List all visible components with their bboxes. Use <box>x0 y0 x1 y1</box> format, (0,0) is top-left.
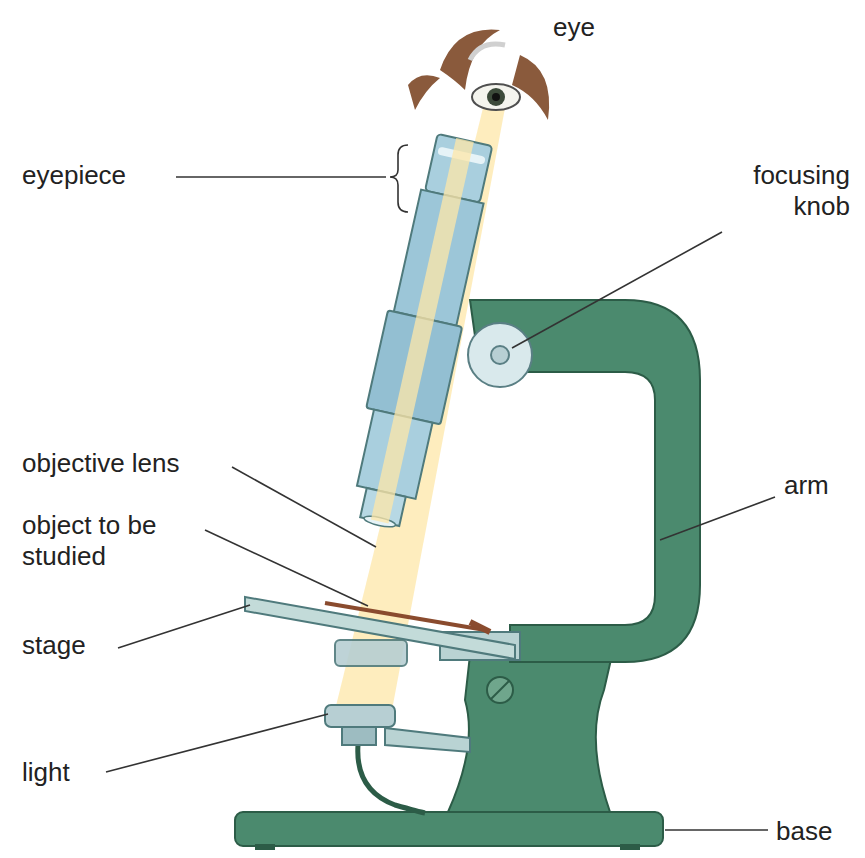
light-bracket <box>385 728 470 752</box>
cable <box>358 745 425 813</box>
specimen-slide <box>325 603 485 630</box>
pillar <box>448 655 612 812</box>
part-label: base <box>776 816 832 847</box>
knob-axle <box>491 346 509 364</box>
lamp <box>325 705 395 727</box>
base-plate <box>235 812 663 846</box>
arm <box>470 300 700 662</box>
pupil <box>492 93 500 101</box>
focus-knob <box>468 323 532 387</box>
stage-plate <box>245 597 515 659</box>
part-label: light <box>22 757 70 788</box>
leader-line <box>665 829 768 831</box>
part-label: eyepiece <box>22 160 126 191</box>
eye-label: eye <box>553 12 595 43</box>
lamp-base <box>342 727 376 745</box>
skin-fold <box>470 44 505 60</box>
base-foot <box>620 844 640 850</box>
screw-slot <box>491 681 509 699</box>
leader-line <box>232 467 376 547</box>
leader-lines <box>106 145 775 830</box>
leader-line <box>660 497 775 540</box>
pivot-screw <box>487 677 513 703</box>
leader-line <box>176 176 386 178</box>
part-label: objective lens <box>22 448 180 479</box>
part-label: stage <box>22 630 86 661</box>
eyelash <box>408 75 440 110</box>
stage-clip <box>470 622 490 632</box>
part-label: focusing knob <box>705 160 850 222</box>
bracket <box>390 145 408 212</box>
eyeball <box>472 84 520 110</box>
inner-beam <box>371 138 474 524</box>
leader-line <box>512 232 722 348</box>
condenser <box>335 640 407 666</box>
part-label: object to be studied <box>22 510 202 572</box>
eyelash <box>512 55 549 120</box>
iris <box>487 88 505 106</box>
leader-line <box>106 714 328 772</box>
leader-line <box>118 605 250 648</box>
leader-line <box>205 530 368 606</box>
base-foot <box>255 844 275 850</box>
eye-drawing <box>408 30 549 121</box>
part-label: arm <box>784 470 829 501</box>
